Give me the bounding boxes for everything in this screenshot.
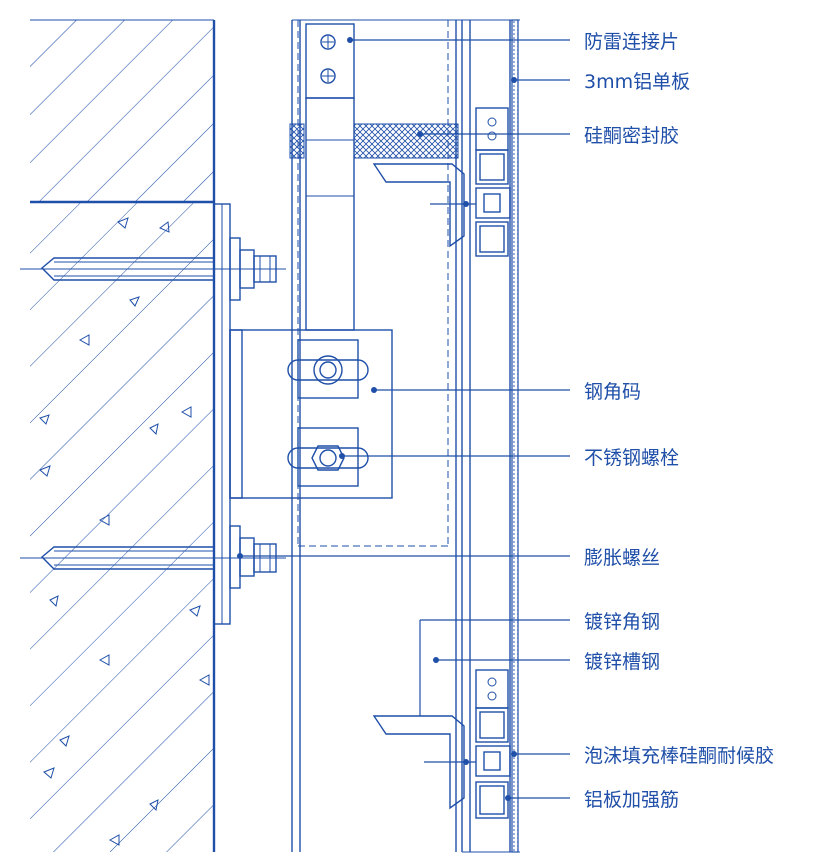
silicone-sealant-band xyxy=(289,123,459,159)
masonry-wall xyxy=(30,19,214,202)
label-aluminum-panel: 3mm铝单板 xyxy=(584,71,690,93)
concrete-wall xyxy=(30,20,216,852)
aluminum-panel xyxy=(462,19,520,853)
galvanized-angle-lower xyxy=(372,620,465,810)
stiffener-group-lower xyxy=(424,669,511,819)
label-galvanized-angle: 镀锌角钢 xyxy=(584,611,660,633)
leader-lines xyxy=(237,37,570,801)
galvanized-angle-upper xyxy=(372,163,465,248)
label-lightning-connector: 防雷连接片 xyxy=(584,31,679,53)
embedded-plate xyxy=(213,203,231,625)
galvanized-channel xyxy=(291,19,463,852)
expansion-bolt-upper xyxy=(20,237,286,301)
label-steel-angle-bracket: 钢角码 xyxy=(584,381,641,403)
labels: 防雷连接片 3mm铝单板 硅酮密封胶 钢角码 不锈钢螺栓 膨胀螺丝 镀锌角钢 镀… xyxy=(584,31,774,811)
label-stainless-bolt: 不锈钢螺栓 xyxy=(584,447,679,469)
label-foam-rod-weather-sealant: 泡沫填充棒硅酮耐候胶 xyxy=(584,745,774,767)
stiffener-group-upper xyxy=(430,107,511,257)
label-expansion-bolt: 膨胀螺丝 xyxy=(584,547,660,569)
label-galvanized-channel: 镀锌槽钢 xyxy=(584,651,660,673)
label-silicone-sealant: 硅酮密封胶 xyxy=(584,125,679,147)
label-panel-stiffener: 铝板加强筋 xyxy=(584,789,679,811)
steel-angle-bracket xyxy=(229,329,393,499)
lightning-connector-plate xyxy=(305,23,355,331)
